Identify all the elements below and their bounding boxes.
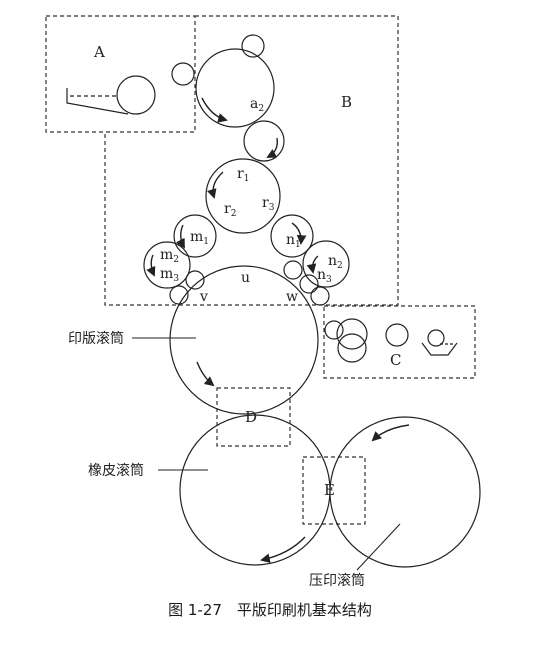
label-plate-cylinder: 印版滚筒 <box>68 330 124 347</box>
region-c-box <box>323 305 476 379</box>
impression-cylinder <box>329 416 481 568</box>
dampener-a <box>336 318 368 350</box>
dampener-b <box>337 333 367 363</box>
blanket-cylinder <box>179 414 331 566</box>
rotation-arrow-a2 <box>201 97 228 123</box>
rotation-arrow-n2 <box>306 255 319 274</box>
roller-label-v: v <box>199 289 208 305</box>
region-label-a: A <box>93 43 105 61</box>
region-d-box <box>216 387 291 447</box>
rotation-arrow-blanket <box>260 536 306 564</box>
region-label-b: B <box>341 93 352 111</box>
roller-label-u: u <box>241 270 250 286</box>
rotation-arrow-n1 <box>291 222 307 245</box>
roller-label-r3: r3 <box>262 195 275 213</box>
roller-a2 <box>195 48 275 128</box>
label-impression-cylinder: 压印滚筒 <box>309 572 365 589</box>
region-a-box <box>45 15 196 133</box>
roller-m1 <box>173 214 217 258</box>
roller-label-w: w <box>286 289 298 305</box>
region-label-e: E <box>324 481 335 499</box>
roller-label-n2: n2 <box>328 253 343 271</box>
rotation-arrow-m2 <box>146 254 156 277</box>
dampener-c <box>385 323 409 347</box>
ink-fountain <box>66 88 129 115</box>
region-e-box <box>302 456 366 525</box>
roller-v-small-2 <box>185 270 205 290</box>
region-label-c: C <box>390 351 401 369</box>
roller-n2 <box>302 240 350 288</box>
roller-a1 <box>116 75 156 115</box>
water-fountain <box>421 342 458 356</box>
leader-impression <box>356 523 401 571</box>
roller-a3 <box>243 120 285 162</box>
roller-w-small-1 <box>283 260 303 280</box>
water-roller <box>427 329 445 347</box>
roller-small-left <box>171 62 195 86</box>
label-blanket-cylinder: 橡皮滚筒 <box>88 462 144 479</box>
roller-label-r1: r1 <box>237 166 249 184</box>
roller-r <box>205 158 281 234</box>
roller-small-top <box>241 34 265 58</box>
roller-label-m2: m2 <box>160 247 179 265</box>
roller-w-small-3 <box>310 286 330 306</box>
region-label-d: D <box>245 408 257 426</box>
figure-caption: 图 1-27 平版印刷机基本结构 <box>168 601 372 619</box>
rotation-arrow-r <box>207 171 224 199</box>
rotation-arrow-plate <box>196 361 215 387</box>
dampener-small <box>324 320 344 340</box>
roller-label-n1: n1 <box>286 232 301 250</box>
rotation-arrow-m1 <box>175 224 185 249</box>
rotation-arrow-a3 <box>266 137 278 158</box>
roller-label-m3: m3 <box>160 266 179 284</box>
region-b-box <box>104 15 399 306</box>
plate-cylinder <box>169 265 319 415</box>
roller-label-m1: m1 <box>190 229 209 247</box>
roller-n1 <box>270 214 314 258</box>
roller-label-r2: r2 <box>224 201 236 219</box>
roller-w-small-2 <box>299 274 319 294</box>
roller-label-n3: n3 <box>317 267 332 285</box>
rotation-arrow-impression <box>371 424 410 442</box>
roller-m2 <box>143 241 191 289</box>
roller-label-a2: a2 <box>250 96 264 114</box>
